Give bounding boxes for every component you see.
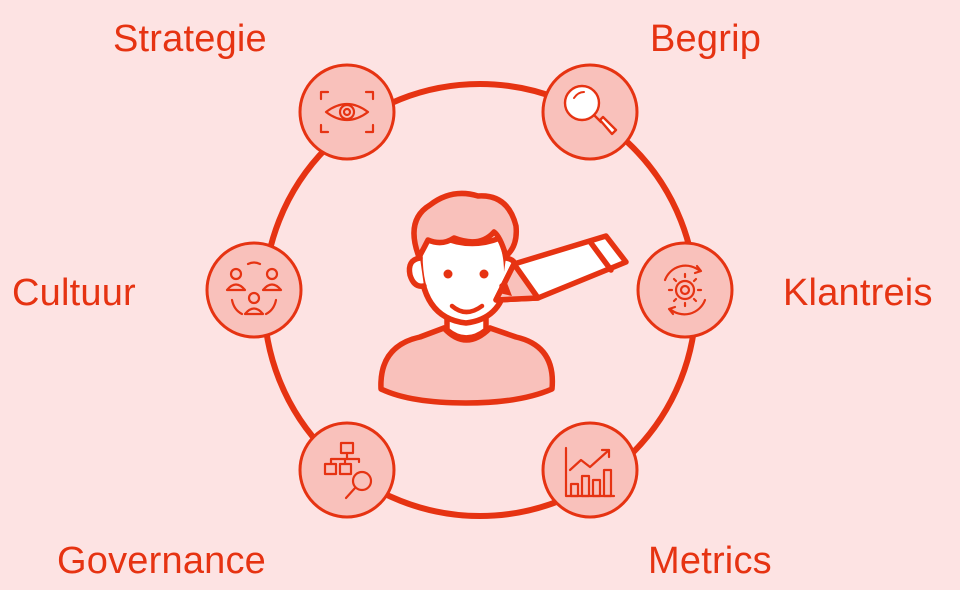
bar-chart-growth-icon bbox=[564, 446, 616, 498]
team-cycle-icon bbox=[225, 261, 283, 316]
magnifier-icon bbox=[563, 84, 618, 136]
label-metrics: Metrics bbox=[648, 540, 772, 582]
label-governance: Governance bbox=[57, 540, 267, 582]
label-cultuur: Cultuur bbox=[12, 272, 136, 314]
node-strategie bbox=[298, 63, 396, 161]
label-strategie: Strategie bbox=[113, 18, 267, 60]
org-chart-search-icon bbox=[323, 441, 373, 500]
node-governance bbox=[298, 421, 396, 519]
node-begrip bbox=[541, 63, 639, 161]
node-metrics bbox=[541, 421, 639, 519]
pencil-icon bbox=[493, 233, 629, 303]
label-begrip: Begrip bbox=[650, 18, 762, 60]
person-with-pencil-icon bbox=[378, 190, 629, 406]
node-cultuur bbox=[205, 241, 303, 339]
node-klantreis bbox=[636, 241, 734, 339]
eye-scan-icon bbox=[319, 90, 375, 134]
gear-cycle-icon bbox=[663, 264, 707, 316]
label-klantreis: Klantreis bbox=[783, 272, 933, 314]
